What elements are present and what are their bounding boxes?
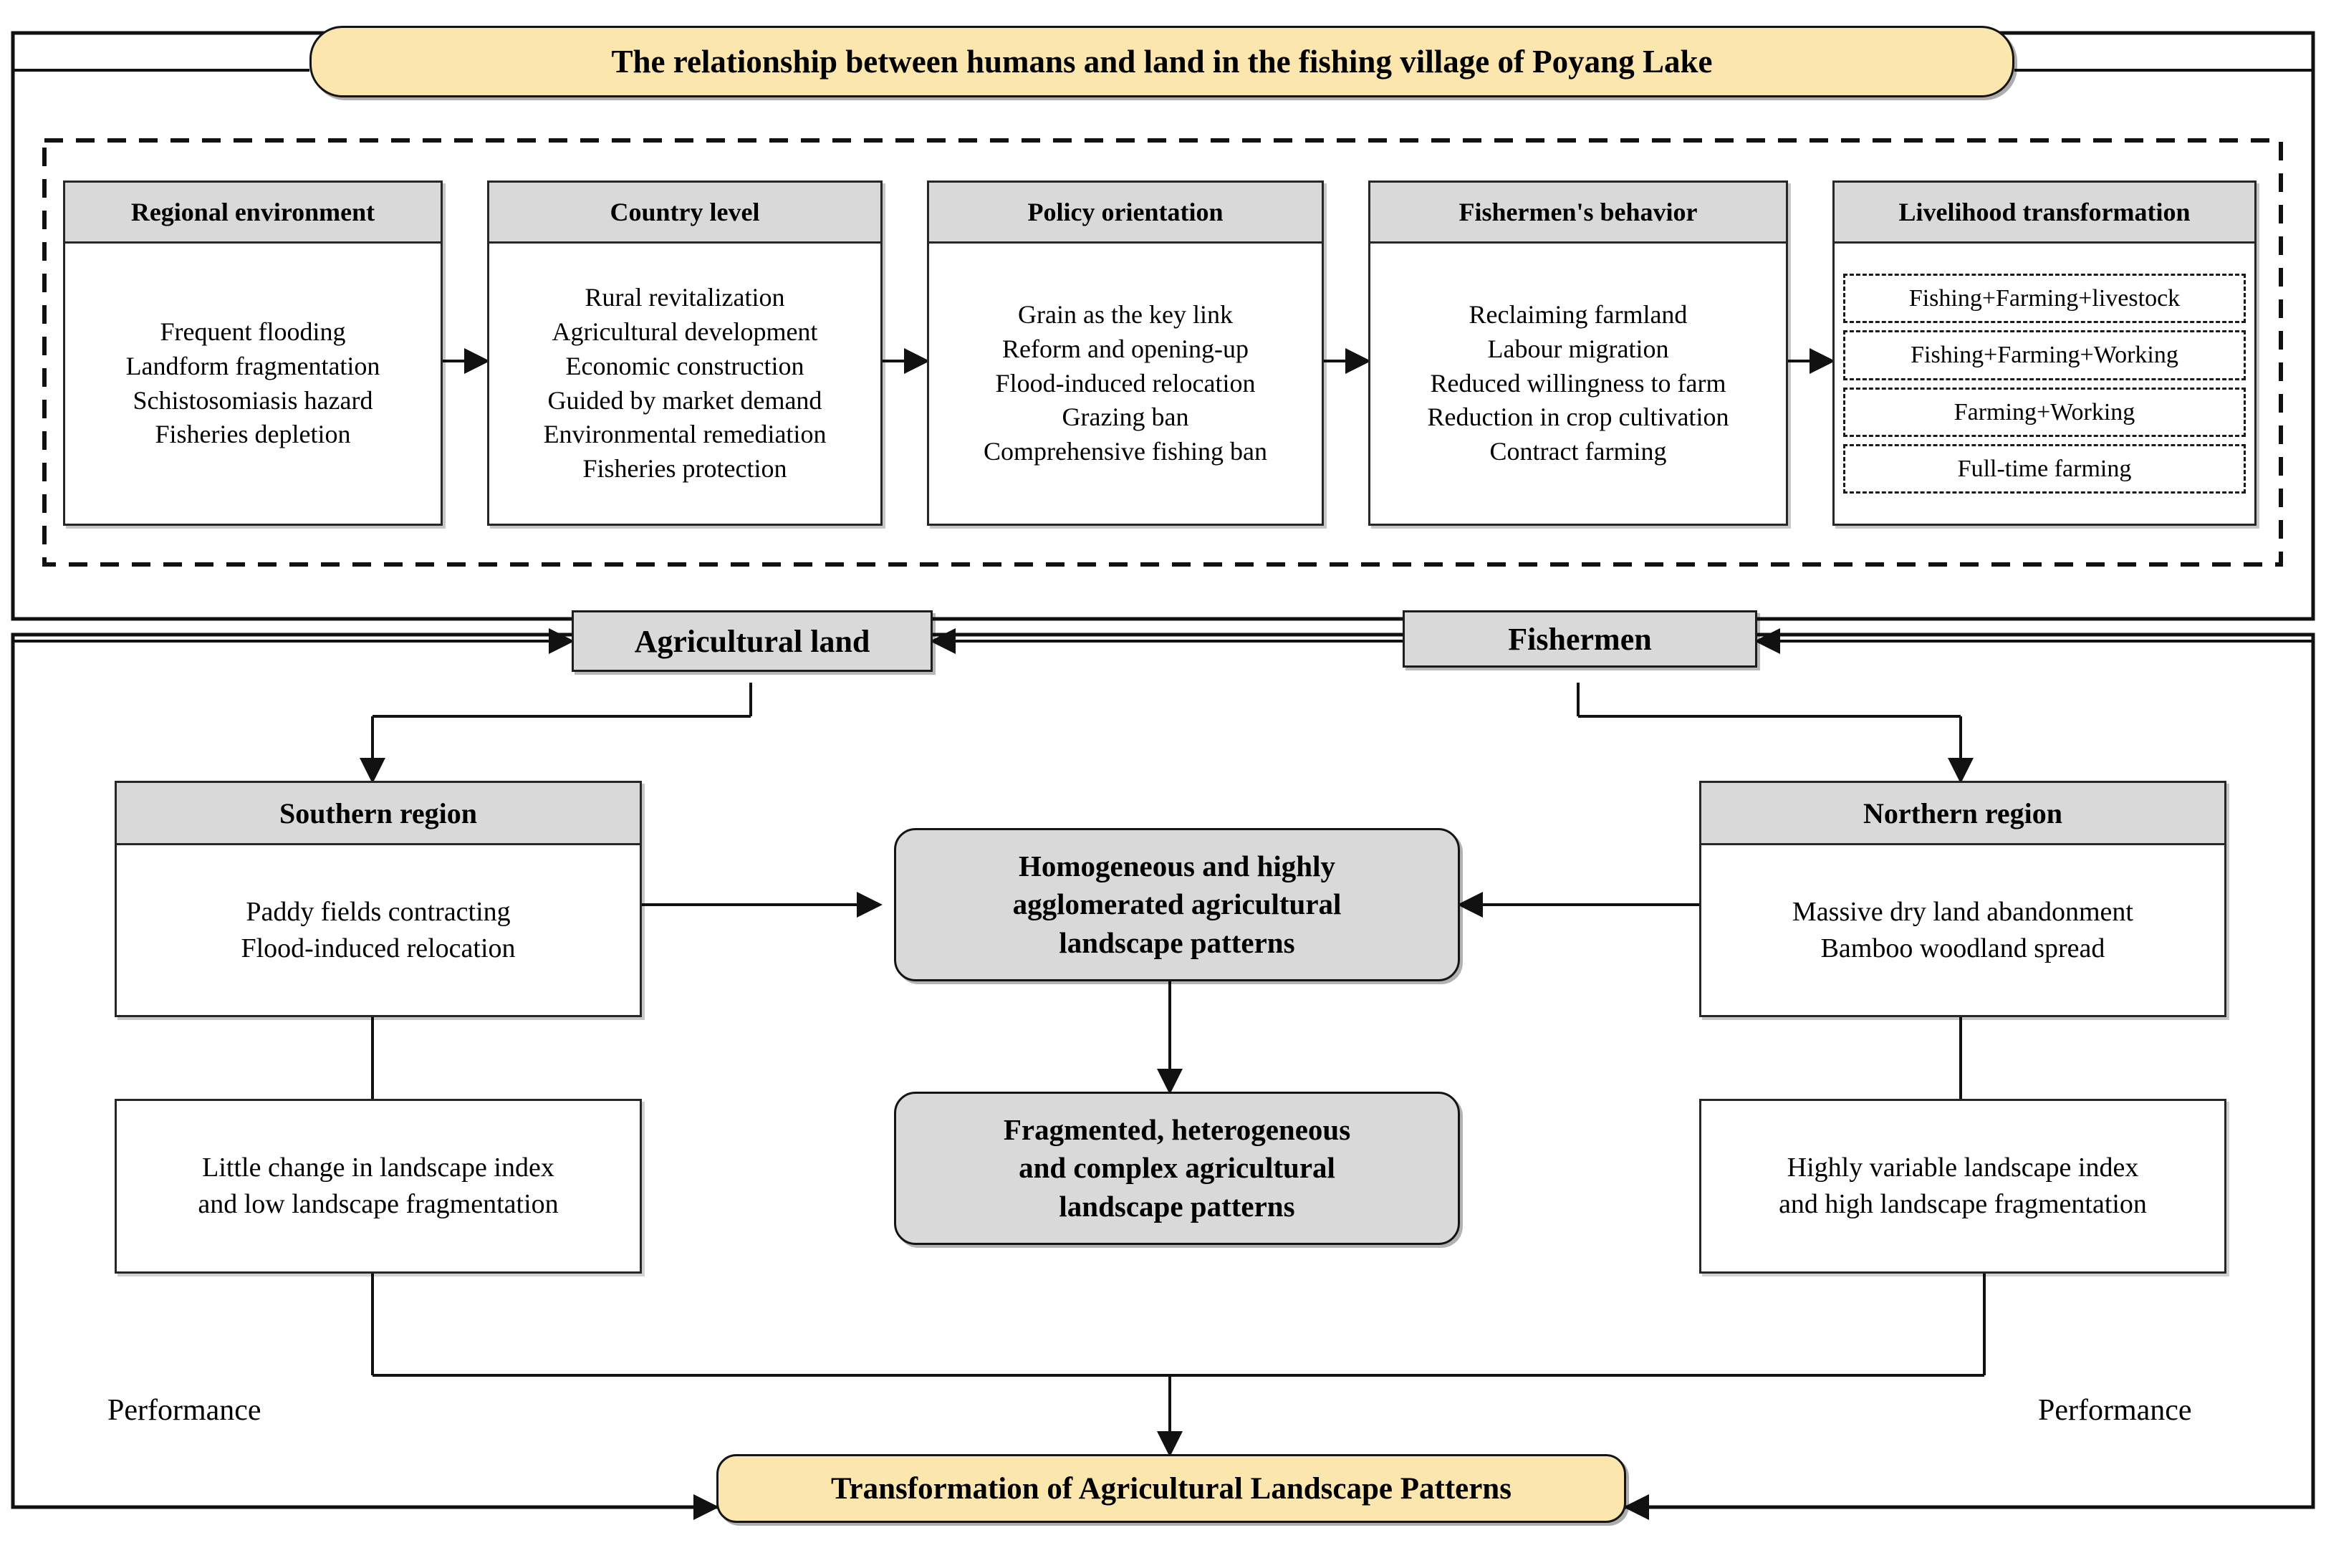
outcome-box-southern[interactable]: Little change in landscape index and low… (115, 1099, 642, 1274)
livelihood-option[interactable]: Full-time farming (1843, 443, 2246, 494)
pattern-line: Homogeneous and highly (1019, 850, 1335, 883)
actor-label: Agricultural land (634, 623, 870, 659)
driver-item: Environmental remediation (543, 420, 827, 449)
actor-box-fishermen[interactable]: Fishermen (1403, 610, 1757, 668)
driver-box-body: Frequent flooding Landform fragmentation… (65, 244, 441, 524)
livelihood-option[interactable]: Farming+Working (1843, 387, 2246, 437)
pattern-line: landscape patterns (1059, 1189, 1295, 1223)
driver-item: Flood-induced relocation (995, 368, 1256, 398)
pattern-line: landscape patterns (1059, 925, 1295, 959)
pattern-box-homogeneous[interactable]: Homogeneous and highly agglomerated agri… (894, 828, 1460, 981)
driver-item: Economic construction (565, 351, 804, 380)
driver-box-fishermens-behavior[interactable]: Fishermen's behavior Reclaiming farmland… (1368, 181, 1788, 526)
region-item: Massive dry land abandonment (1792, 896, 2133, 927)
region-body: Paddy fields contracting Flood-induced r… (117, 845, 640, 1015)
driver-box-regional-environment[interactable]: Regional environment Frequent flooding L… (63, 181, 443, 526)
driver-box-policy-orientation[interactable]: Policy orientation Grain as the key link… (927, 181, 1324, 526)
footer-result-text: Transformation of Agricultural Landscape… (831, 1471, 1512, 1506)
driver-box-body: Rural revitalization Agricultural develo… (489, 244, 880, 524)
performance-label-northern: Performance (2038, 1394, 2192, 1427)
outcome-line: and high landscape fragmentation (1779, 1189, 2147, 1219)
region-item: Bamboo woodland spread (1820, 933, 2105, 963)
region-box-northern[interactable]: Northern region Massive dry land abandon… (1699, 781, 2226, 1017)
performance-label-southern: Performance (107, 1394, 261, 1427)
outcome-box-northern[interactable]: Highly variable landscape index and high… (1699, 1099, 2226, 1274)
actor-label: Fishermen (1508, 621, 1652, 657)
livelihood-option[interactable]: Fishing+Farming+livestock (1843, 274, 2246, 324)
region-item: Paddy fields contracting (246, 896, 511, 927)
driver-item: Guided by market demand (547, 385, 822, 415)
driver-item: Reduced willingness to farm (1430, 368, 1726, 398)
region-header: Southern region (117, 783, 640, 845)
region-header: Northern region (1701, 783, 2224, 845)
outcome-line: Little change in landscape index (202, 1152, 554, 1183)
driver-item: Labour migration (1487, 334, 1669, 363)
driver-box-body: Reclaiming farmland Labour migration Red… (1370, 244, 1786, 524)
driver-item: Contract farming (1489, 437, 1667, 466)
driver-item: Schistosomiasis hazard (133, 385, 373, 415)
driver-box-header: Country level (489, 183, 880, 244)
driver-item: Landform fragmentation (125, 351, 380, 380)
driver-item: Reduction in crop cultivation (1427, 403, 1729, 432)
actor-box-agricultural-land[interactable]: Agricultural land (572, 610, 933, 672)
driver-item: Frequent flooding (160, 317, 346, 346)
driver-box-country-level[interactable]: Country level Rural revitalization Agric… (487, 181, 883, 526)
pattern-box-fragmented[interactable]: Fragmented, heterogeneous and complex ag… (894, 1092, 1460, 1245)
driver-item: Grain as the key link (1018, 299, 1233, 329)
pattern-line: Fragmented, heterogeneous (1003, 1113, 1351, 1147)
driver-item: Reform and opening-up (1002, 334, 1249, 363)
region-box-southern[interactable]: Southern region Paddy fields contracting… (115, 781, 642, 1017)
driver-item: Reclaiming farmland (1469, 299, 1688, 329)
pattern-line: agglomerated agricultural (1012, 888, 1342, 921)
outcome-line: Highly variable landscape index (1787, 1152, 2139, 1183)
region-item: Flood-induced relocation (241, 933, 516, 963)
driver-box-header: Policy orientation (929, 183, 1322, 244)
driver-box-body: Grain as the key link Reform and opening… (929, 244, 1322, 524)
driver-item: Rural revitalization (585, 282, 785, 312)
driver-box-header: Livelihood transformation (1835, 183, 2254, 244)
driver-box-livelihood-transformation[interactable]: Livelihood transformation Fishing+Farmin… (1832, 181, 2257, 526)
driver-item: Fisheries protection (582, 454, 787, 484)
driver-item: Agricultural development (552, 317, 818, 346)
footer-result-banner: Transformation of Agricultural Landscape… (716, 1454, 1626, 1523)
driver-item: Comprehensive fishing ban (984, 437, 1267, 466)
driver-box-header: Fishermen's behavior (1370, 183, 1786, 244)
pattern-line: and complex agricultural (1019, 1151, 1335, 1185)
region-body: Massive dry land abandonment Bamboo wood… (1701, 845, 2224, 1015)
driver-box-header: Regional environment (65, 183, 441, 244)
driver-item: Fisheries depletion (155, 420, 351, 449)
driver-box-body: Fishing+Farming+livestock Fishing+Farmin… (1835, 244, 2254, 524)
outcome-line: and low landscape fragmentation (198, 1189, 559, 1219)
diagram-title-text: The relationship between humans and land… (611, 44, 1713, 80)
diagram-title-banner: The relationship between humans and land… (309, 26, 2014, 97)
driver-item: Grazing ban (1062, 403, 1189, 432)
livelihood-option[interactable]: Fishing+Farming+Working (1843, 330, 2246, 380)
